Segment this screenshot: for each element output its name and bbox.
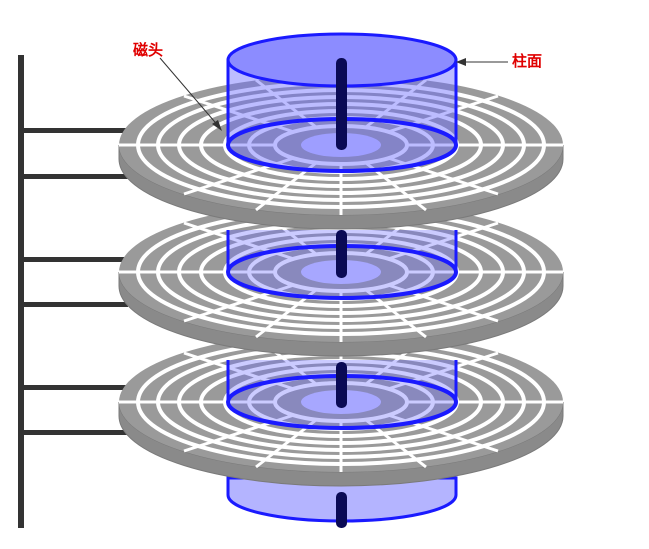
head-arm-3-bottom	[18, 430, 128, 435]
actuator-arm-assembly	[18, 55, 218, 528]
head-pointer	[159, 57, 222, 131]
head-arm-1-bottom	[18, 174, 128, 179]
head-arm-2-bottom	[18, 302, 128, 307]
head-arm-1-top	[18, 128, 218, 133]
actuator-post	[18, 55, 24, 528]
head-arm-2-top	[18, 257, 218, 262]
spindle	[336, 58, 347, 528]
head-label: 磁头	[133, 41, 163, 59]
cylinder-pointer	[456, 58, 508, 66]
head-arm-3-top	[18, 385, 218, 390]
cylinder-label: 柱面	[512, 52, 542, 70]
